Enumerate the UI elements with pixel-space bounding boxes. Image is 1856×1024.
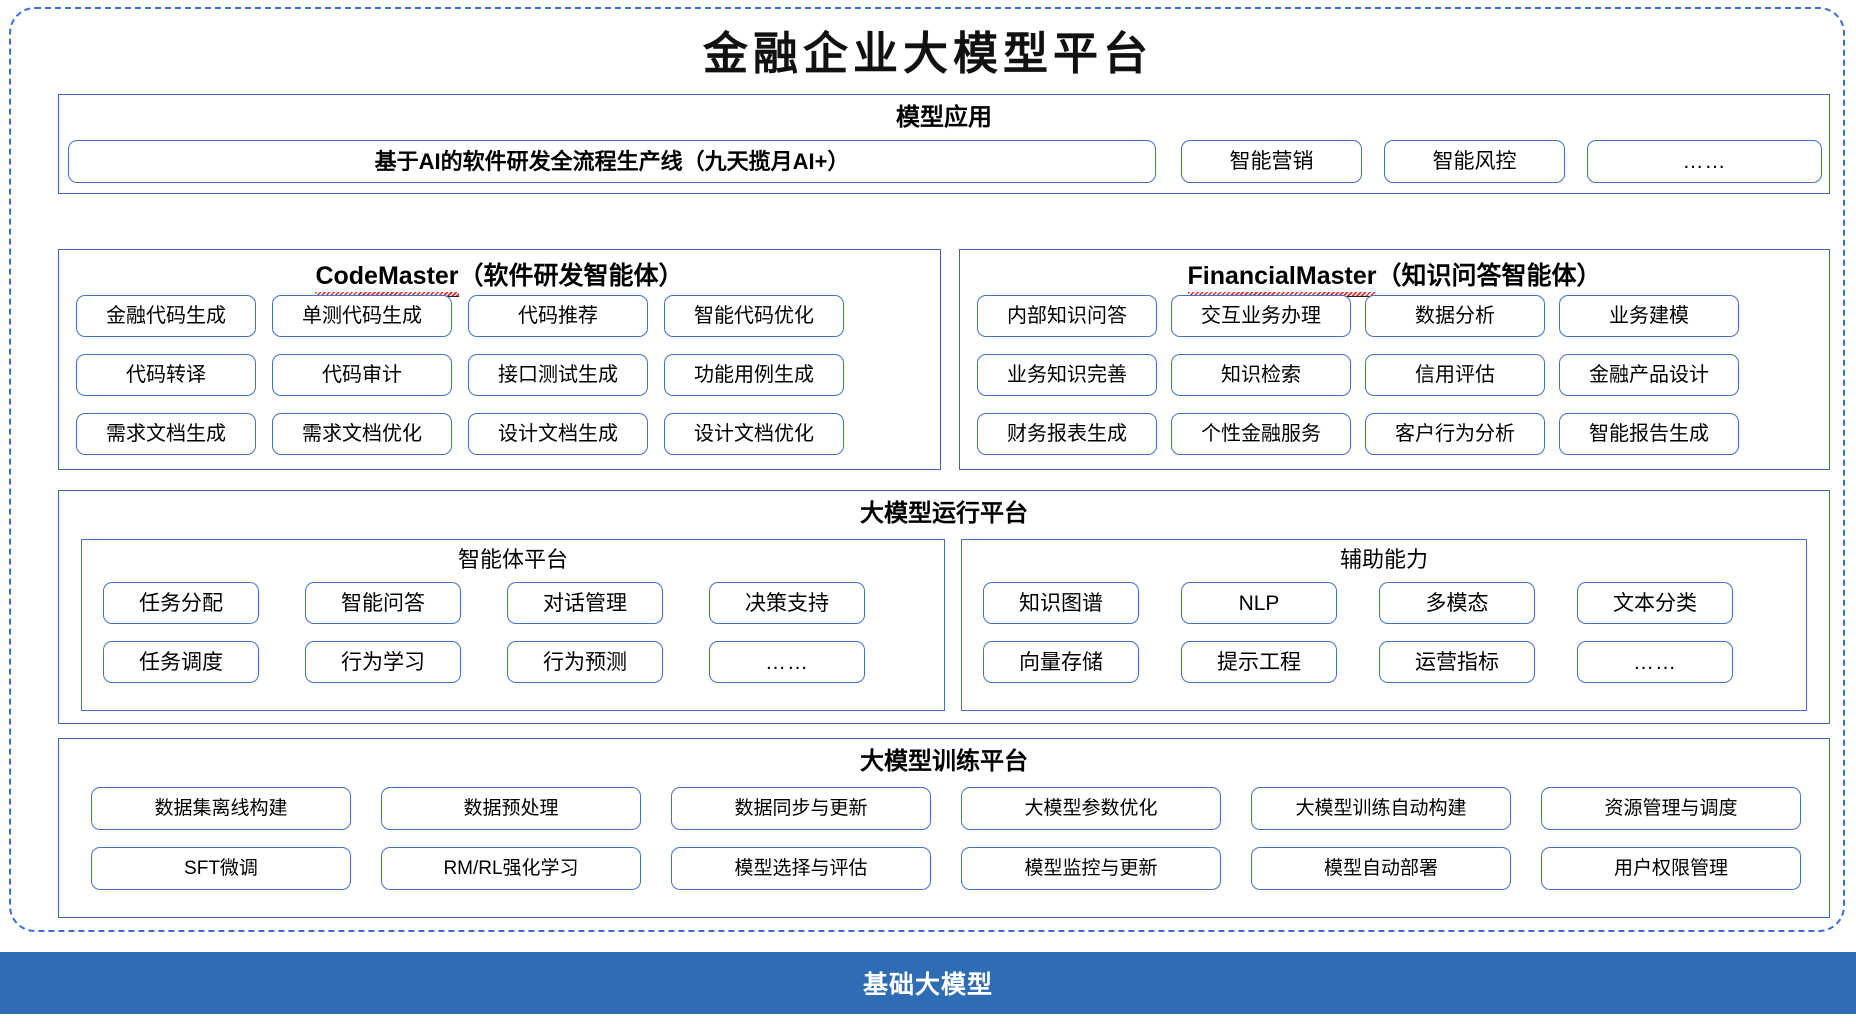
agent-title-codemaster: CodeMaster（软件研发智能体） bbox=[59, 256, 940, 298]
page-title: 金融企业大模型平台 bbox=[702, 29, 1153, 79]
app-primary-pipeline[interactable]: 基于AI的软件研发全流程生产线（九天揽月AI+） bbox=[68, 140, 1156, 183]
agent-platform-item-4[interactable]: 任务调度 bbox=[103, 641, 259, 683]
financialmaster-item-11[interactable]: 智能报告生成 bbox=[1559, 413, 1739, 455]
section-agent-financialmaster: FinancialMaster（知识问答智能体） 内部知识问答 交互业务办理 数… bbox=[959, 249, 1830, 470]
codemaster-item-9[interactable]: 需求文档优化 bbox=[272, 413, 452, 455]
agent-platform-item-1[interactable]: 智能问答 bbox=[305, 582, 461, 624]
codemaster-item-1[interactable]: 单测代码生成 bbox=[272, 295, 452, 337]
app-item-smart-risk-control[interactable]: 智能风控 bbox=[1384, 140, 1565, 183]
codemaster-item-3[interactable]: 智能代码优化 bbox=[664, 295, 844, 337]
subsection-title-auxiliary-capability: 辅助能力 bbox=[1339, 547, 1428, 572]
section-runtime-platform: 大模型运行平台 智能体平台 任务分配 智能问答 对话管理 决策支持 任务调度 行… bbox=[58, 490, 1830, 724]
training-item-11[interactable]: 用户权限管理 bbox=[1541, 847, 1801, 890]
codemaster-item-6[interactable]: 接口测试生成 bbox=[468, 354, 648, 396]
auxiliary-item-6[interactable]: 运营指标 bbox=[1379, 641, 1535, 683]
auxiliary-item-1[interactable]: NLP bbox=[1181, 582, 1337, 624]
subsection-title-agent-platform: 智能体平台 bbox=[457, 547, 568, 572]
training-item-4[interactable]: 大模型训练自动构建 bbox=[1251, 787, 1511, 830]
financialmaster-item-5[interactable]: 知识检索 bbox=[1171, 354, 1351, 396]
codemaster-item-11[interactable]: 设计文档优化 bbox=[664, 413, 844, 455]
training-item-8[interactable]: 模型选择与评估 bbox=[671, 847, 931, 890]
codemaster-item-0[interactable]: 金融代码生成 bbox=[76, 295, 256, 337]
financialmaster-item-3[interactable]: 业务建模 bbox=[1559, 295, 1739, 337]
codemaster-item-4[interactable]: 代码转译 bbox=[76, 354, 256, 396]
codemaster-item-7[interactable]: 功能用例生成 bbox=[664, 354, 844, 396]
auxiliary-item-2[interactable]: 多模态 bbox=[1379, 582, 1535, 624]
financialmaster-item-7[interactable]: 金融产品设计 bbox=[1559, 354, 1739, 396]
agent-name-codemaster: CodeMaster bbox=[315, 262, 459, 298]
training-item-9[interactable]: 模型监控与更新 bbox=[961, 847, 1221, 890]
auxiliary-item-7[interactable]: …… bbox=[1577, 641, 1733, 683]
financialmaster-item-10[interactable]: 客户行为分析 bbox=[1365, 413, 1545, 455]
codemaster-item-5[interactable]: 代码审计 bbox=[272, 354, 452, 396]
agent-platform-item-7[interactable]: …… bbox=[709, 641, 865, 683]
training-item-5[interactable]: 资源管理与调度 bbox=[1541, 787, 1801, 830]
financialmaster-item-6[interactable]: 信用评估 bbox=[1365, 354, 1545, 396]
training-item-10[interactable]: 模型自动部署 bbox=[1251, 847, 1511, 890]
training-item-2[interactable]: 数据同步与更新 bbox=[671, 787, 931, 830]
financialmaster-item-4[interactable]: 业务知识完善 bbox=[977, 354, 1157, 396]
financialmaster-item-0[interactable]: 内部知识问答 bbox=[977, 295, 1157, 337]
financialmaster-item-2[interactable]: 数据分析 bbox=[1365, 295, 1545, 337]
training-item-7[interactable]: RM/RL强化学习 bbox=[381, 847, 641, 890]
agent-platform-item-5[interactable]: 行为学习 bbox=[305, 641, 461, 683]
auxiliary-item-5[interactable]: 提示工程 bbox=[1181, 641, 1337, 683]
agent-platform-item-3[interactable]: 决策支持 bbox=[709, 582, 865, 624]
app-item-smart-marketing[interactable]: 智能营销 bbox=[1181, 140, 1362, 183]
section-title-training-platform: 大模型训练平台 bbox=[860, 748, 1028, 775]
codemaster-item-8[interactable]: 需求文档生成 bbox=[76, 413, 256, 455]
agent-platform-item-0[interactable]: 任务分配 bbox=[103, 582, 259, 624]
training-item-6[interactable]: SFT微调 bbox=[91, 847, 351, 890]
codemaster-item-10[interactable]: 设计文档生成 bbox=[468, 413, 648, 455]
diagram-outer-frame bbox=[9, 7, 1845, 932]
training-item-0[interactable]: 数据集离线构建 bbox=[91, 787, 351, 830]
agent-name-financialmaster: FinancialMaster bbox=[1187, 262, 1377, 298]
section-title-runtime-platform: 大模型运行平台 bbox=[860, 500, 1028, 527]
financialmaster-item-9[interactable]: 个性金融服务 bbox=[1171, 413, 1351, 455]
section-model-application: 模型应用 基于AI的软件研发全流程生产线（九天揽月AI+） 智能营销 智能风控 … bbox=[58, 94, 1830, 194]
auxiliary-item-0[interactable]: 知识图谱 bbox=[983, 582, 1139, 624]
agent-suffix-codemaster: （软件研发智能体） bbox=[458, 262, 684, 290]
financialmaster-item-8[interactable]: 财务报表生成 bbox=[977, 413, 1157, 455]
agent-suffix-financialmaster: （知识问答智能体） bbox=[1376, 262, 1602, 290]
subsection-auxiliary-capability: 辅助能力 知识图谱 NLP 多模态 文本分类 向量存储 提示工程 运营指标 …… bbox=[961, 539, 1807, 711]
agent-platform-item-6[interactable]: 行为预测 bbox=[507, 641, 663, 683]
app-item-more[interactable]: …… bbox=[1587, 140, 1822, 183]
foundation-model-bar: 基础大模型 bbox=[0, 952, 1856, 1014]
training-item-1[interactable]: 数据预处理 bbox=[381, 787, 641, 830]
section-training-platform: 大模型训练平台 数据集离线构建 数据预处理 数据同步与更新 大模型参数优化 大模… bbox=[58, 738, 1830, 918]
auxiliary-item-4[interactable]: 向量存储 bbox=[983, 641, 1139, 683]
auxiliary-item-3[interactable]: 文本分类 bbox=[1577, 582, 1733, 624]
agent-title-financialmaster: FinancialMaster（知识问答智能体） bbox=[960, 256, 1829, 298]
agent-platform-item-2[interactable]: 对话管理 bbox=[507, 582, 663, 624]
section-title-model-application: 模型应用 bbox=[896, 104, 992, 131]
subsection-agent-platform: 智能体平台 任务分配 智能问答 对话管理 决策支持 任务调度 行为学习 行为预测… bbox=[81, 539, 945, 711]
codemaster-item-2[interactable]: 代码推荐 bbox=[468, 295, 648, 337]
training-item-3[interactable]: 大模型参数优化 bbox=[961, 787, 1221, 830]
section-agent-codemaster: CodeMaster（软件研发智能体） 金融代码生成 单测代码生成 代码推荐 智… bbox=[58, 249, 941, 470]
foundation-model-label: 基础大模型 bbox=[862, 971, 993, 999]
financialmaster-item-1[interactable]: 交互业务办理 bbox=[1171, 295, 1351, 337]
